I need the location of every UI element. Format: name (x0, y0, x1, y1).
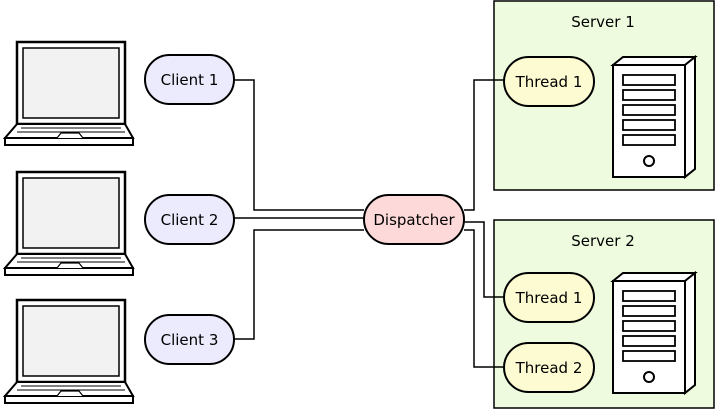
laptop-icon (2, 40, 135, 146)
thread-label: Thread 2 (515, 359, 583, 377)
server-tower-icon (610, 54, 698, 180)
laptop-icon (2, 170, 135, 276)
client-label: Client 3 (161, 331, 219, 349)
client-node-3: Client 3 (144, 314, 235, 365)
connector-server2-thread2 (464, 229, 504, 368)
thread-label: Thread 1 (515, 289, 583, 307)
server-1-title: Server 1 (571, 13, 635, 31)
laptop-icon (2, 298, 135, 404)
connector-client-3 (234, 229, 364, 340)
connector-client-1 (234, 79, 364, 211)
server-2-thread-2-node: Thread 2 (503, 342, 595, 393)
server-tower-icon (610, 270, 698, 396)
dispatcher-node: Dispatcher (363, 194, 465, 245)
server-2-thread-1-node: Thread 1 (503, 272, 595, 323)
thread-label: Thread 1 (515, 73, 583, 91)
server-1-thread-1-node: Thread 1 (503, 56, 595, 107)
client-label: Client 2 (161, 211, 219, 229)
client-node-2: Client 2 (144, 194, 235, 245)
dispatcher-label: Dispatcher (373, 211, 455, 229)
connector-server1-thread1 (464, 79, 504, 211)
connection-lines (234, 79, 504, 368)
server-2-title: Server 2 (571, 232, 635, 250)
client-label: Client 1 (161, 71, 219, 89)
connector-server2-thread1 (464, 221, 504, 298)
client-node-1: Client 1 (144, 54, 235, 105)
